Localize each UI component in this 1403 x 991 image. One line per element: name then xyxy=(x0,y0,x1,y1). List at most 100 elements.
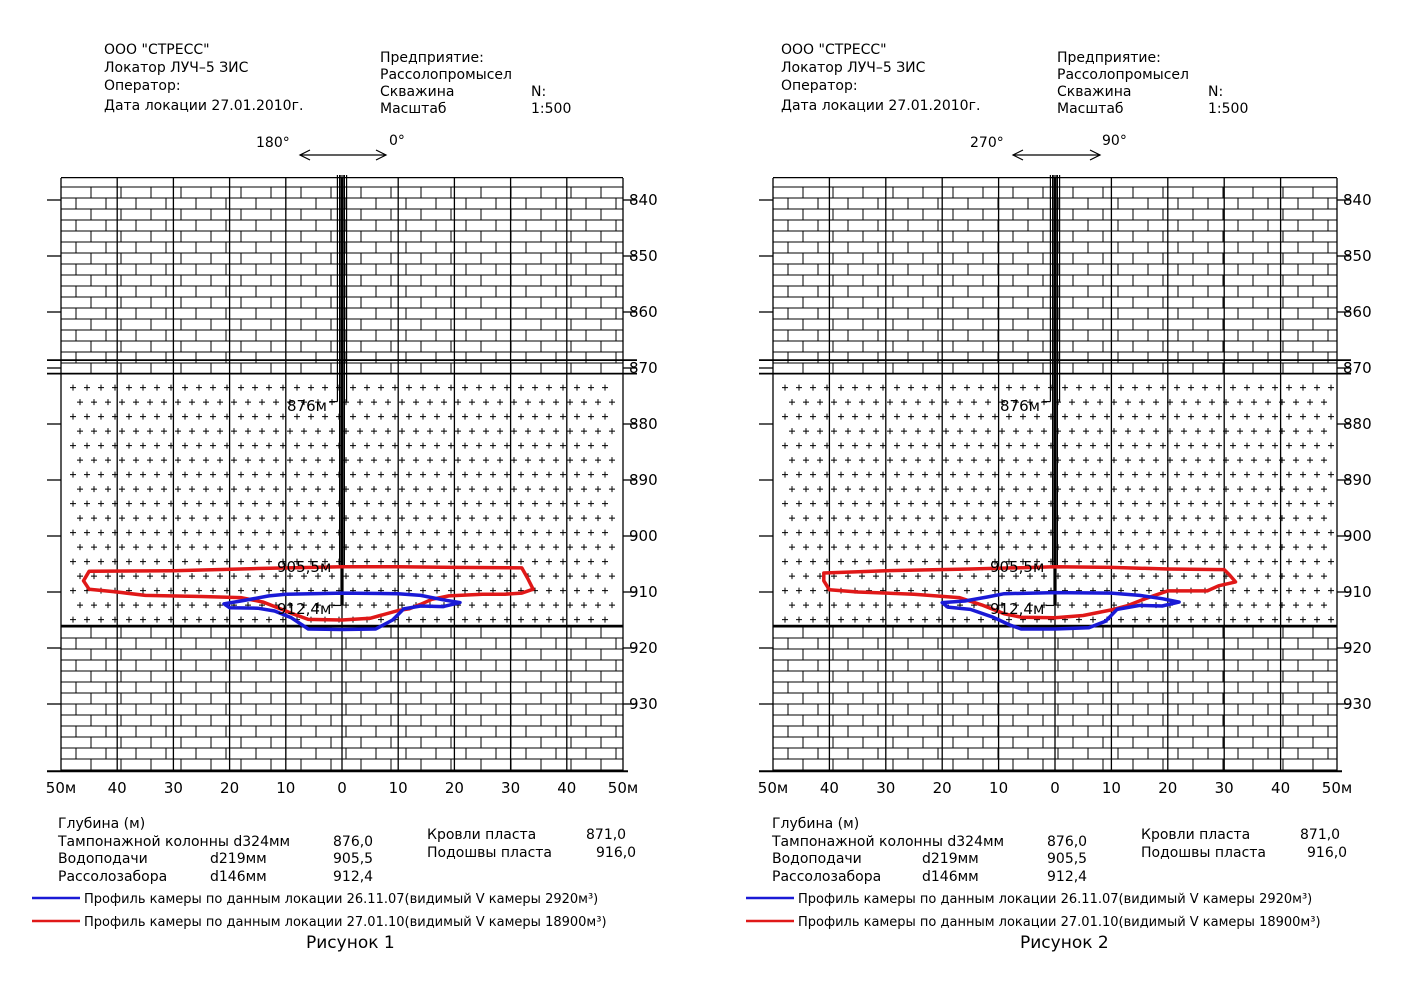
halite-plus-mark xyxy=(119,602,125,609)
halite-plus-mark xyxy=(1300,384,1306,391)
halite-plus-mark xyxy=(294,500,300,507)
halite-plus-mark xyxy=(560,558,566,565)
halite-plus-mark xyxy=(175,457,181,464)
halite-plus-mark xyxy=(873,428,879,435)
halite-plus-mark xyxy=(999,457,1005,464)
halite-plus-mark xyxy=(978,471,984,478)
halite-plus-mark xyxy=(252,384,258,391)
halite-plus-mark xyxy=(427,486,433,493)
halite-plus-mark xyxy=(964,529,970,536)
halite-plus-mark xyxy=(1104,558,1110,565)
halite-plus-mark xyxy=(1181,573,1187,580)
halite-plus-mark xyxy=(1013,486,1019,493)
halite-plus-mark xyxy=(91,544,97,551)
halite-plus-mark xyxy=(985,515,991,522)
halite-plus-mark xyxy=(182,558,188,565)
halite-plus-mark xyxy=(978,384,984,391)
halite-plus-mark xyxy=(1202,413,1208,420)
halite-plus-mark xyxy=(1027,457,1033,464)
halite-plus-mark xyxy=(1258,529,1264,536)
halite-plus-mark xyxy=(1125,486,1131,493)
casing-depth-label-876: 876м xyxy=(1000,397,1040,415)
halite-plus-mark xyxy=(1097,457,1103,464)
depth-tick-label: 910 xyxy=(1343,583,1372,601)
halite-plus-mark xyxy=(189,399,195,406)
halite-plus-mark xyxy=(399,515,405,522)
halite-plus-mark xyxy=(469,486,475,493)
halite-plus-mark xyxy=(803,428,809,435)
halite-plus-mark xyxy=(518,413,524,420)
distance-tick-label: 50м xyxy=(46,779,76,797)
halite-plus-mark xyxy=(252,558,258,565)
halite-plus-mark xyxy=(105,486,111,493)
halite-plus-mark xyxy=(1244,384,1250,391)
halite-plus-mark xyxy=(992,413,998,420)
halite-plus-mark xyxy=(1237,428,1243,435)
halite-plus-mark xyxy=(1251,544,1257,551)
halite-plus-mark xyxy=(992,587,998,594)
halite-plus-mark xyxy=(999,399,1005,406)
halite-plus-mark xyxy=(1300,529,1306,536)
halite-plus-mark xyxy=(469,573,475,580)
halite-plus-mark xyxy=(392,442,398,449)
halite-plus-mark xyxy=(1286,442,1292,449)
halite-plus-mark xyxy=(483,544,489,551)
halite-plus-mark xyxy=(196,587,202,594)
halite-plus-mark xyxy=(1328,616,1334,623)
halite-plus-mark xyxy=(385,457,391,464)
halite-plus-mark xyxy=(1272,413,1278,420)
scale-value: 1:500 xyxy=(1208,101,1248,117)
halite-plus-mark xyxy=(1181,515,1187,522)
halite-plus-mark xyxy=(427,457,433,464)
halite-plus-mark xyxy=(532,413,538,420)
halite-plus-mark xyxy=(413,399,419,406)
halite-plus-mark xyxy=(999,602,1005,609)
legend-row-feed-name: Водоподачи xyxy=(772,851,862,867)
halite-plus-mark xyxy=(105,515,111,522)
halite-plus-mark xyxy=(462,587,468,594)
halite-plus-mark xyxy=(810,384,816,391)
halite-plus-mark xyxy=(259,515,265,522)
halite-plus-mark xyxy=(887,399,893,406)
halite-plus-mark xyxy=(782,471,788,478)
halite-plus-mark xyxy=(1160,529,1166,536)
halite-plus-mark xyxy=(782,587,788,594)
halite-plus-mark xyxy=(427,515,433,522)
halite-plus-mark xyxy=(1272,529,1278,536)
halite-plus-mark xyxy=(1146,500,1152,507)
halite-plus-mark xyxy=(1125,515,1131,522)
halite-plus-mark xyxy=(831,428,837,435)
halite-plus-mark xyxy=(490,500,496,507)
halite-plus-mark xyxy=(399,457,405,464)
halite-plus-mark xyxy=(1104,529,1110,536)
halite-plus-mark xyxy=(1006,384,1012,391)
halite-plus-mark xyxy=(161,428,167,435)
halite-plus-mark xyxy=(182,529,188,536)
halite-plus-mark xyxy=(978,558,984,565)
halite-plus-mark xyxy=(1230,529,1236,536)
halite-plus-mark xyxy=(441,544,447,551)
halite-plus-mark xyxy=(1202,471,1208,478)
halite-plus-mark xyxy=(119,399,125,406)
halite-plus-mark xyxy=(943,399,949,406)
halite-plus-mark xyxy=(859,399,865,406)
halite-plus-mark xyxy=(1153,573,1159,580)
halite-plus-mark xyxy=(852,558,858,565)
halite-plus-mark xyxy=(936,558,942,565)
halite-plus-mark xyxy=(392,500,398,507)
halite-plus-mark xyxy=(378,616,384,623)
halite-plus-mark xyxy=(476,529,482,536)
halite-plus-mark xyxy=(483,486,489,493)
halite-plus-mark xyxy=(588,500,594,507)
halite-plus-mark xyxy=(140,616,146,623)
halite-plus-mark xyxy=(887,602,893,609)
halite-plus-mark xyxy=(1216,529,1222,536)
halite-plus-mark xyxy=(1293,515,1299,522)
halite-plus-mark xyxy=(1076,442,1082,449)
halite-plus-mark xyxy=(1174,529,1180,536)
halite-plus-mark xyxy=(518,500,524,507)
halite-plus-mark xyxy=(98,384,104,391)
halite-plus-mark xyxy=(978,413,984,420)
halite-plus-mark xyxy=(1279,544,1285,551)
halite-plus-mark xyxy=(1202,529,1208,536)
